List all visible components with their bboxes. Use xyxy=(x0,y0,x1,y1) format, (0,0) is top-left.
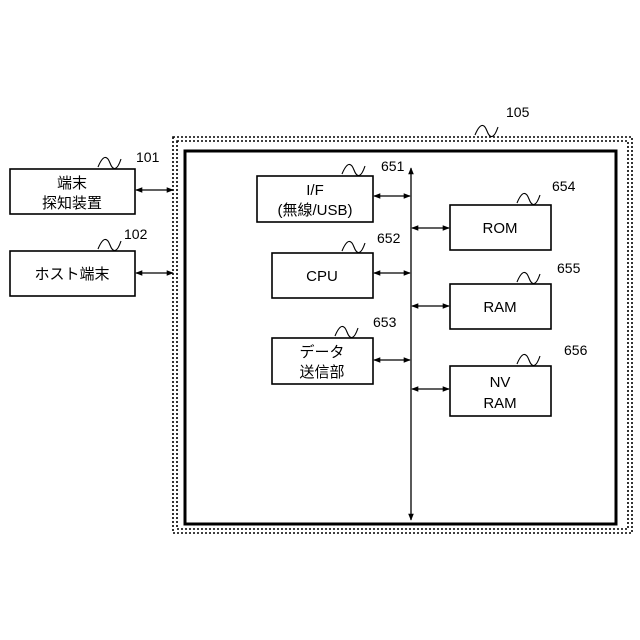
svg-text:探知装置: 探知装置 xyxy=(42,195,102,212)
data-transmitter-block: データ 送信部 xyxy=(272,338,373,384)
svg-text:データ: データ xyxy=(299,343,344,361)
interface-block: I/F (無線/USB) xyxy=(257,176,373,222)
svg-text:CPU: CPU xyxy=(306,268,338,285)
svg-text:端末: 端末 xyxy=(57,175,87,192)
svg-text:656: 656 xyxy=(564,342,588,358)
svg-text:I/F: I/F xyxy=(306,182,324,199)
svg-text:102: 102 xyxy=(124,226,148,242)
cpu-block: CPU xyxy=(272,253,373,298)
svg-text:NV: NV xyxy=(490,374,511,391)
svg-text:RAM: RAM xyxy=(483,395,516,412)
svg-text:ROM: ROM xyxy=(483,220,518,237)
terminal-detector-block: 端末 探知装置 xyxy=(10,169,135,214)
svg-text:651: 651 xyxy=(381,158,405,174)
ref-label-105: 105 xyxy=(475,104,530,137)
rom-block: ROM xyxy=(450,205,551,250)
svg-text:105: 105 xyxy=(506,104,530,120)
svg-text:ホスト端末: ホスト端末 xyxy=(34,266,109,283)
svg-text:101: 101 xyxy=(136,149,160,165)
svg-text:(無線/USB): (無線/USB) xyxy=(277,202,352,219)
svg-text:送信部: 送信部 xyxy=(299,364,344,381)
ref-label-101: 101 xyxy=(98,149,160,169)
svg-text:RAM: RAM xyxy=(483,299,516,316)
nv-ram-block: NV RAM xyxy=(450,366,551,416)
svg-text:652: 652 xyxy=(377,230,401,246)
ref-label-102: 102 xyxy=(98,226,148,251)
svg-text:653: 653 xyxy=(373,314,397,330)
host-terminal-block: ホスト端末 xyxy=(10,251,135,296)
ram-block: RAM xyxy=(450,284,551,329)
svg-text:654: 654 xyxy=(552,178,576,194)
svg-text:655: 655 xyxy=(557,260,581,276)
